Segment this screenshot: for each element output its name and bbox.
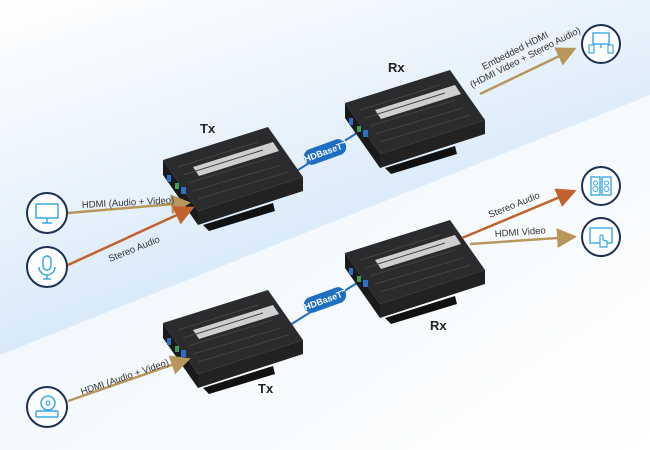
- audio-arrow-bottom: [461, 188, 577, 240]
- video-output-label: HDMI Video: [494, 225, 546, 240]
- tx-label-top: Tx: [200, 121, 216, 136]
- audio-arrow-top: [67, 206, 195, 267]
- link-sup: 3: [338, 283, 346, 294]
- tx-label-bottom: Tx: [258, 381, 274, 396]
- hdmi-arrow-bottom: [67, 355, 191, 403]
- rx-label-bottom: Rx: [430, 318, 447, 333]
- video-arrow-bottom: [469, 228, 577, 249]
- hdmi-input-label-top: HDMI (Audio + Video): [82, 195, 175, 211]
- speakers-icon: [581, 166, 621, 206]
- touch-display-icon: [581, 217, 621, 257]
- microphone-icon: [26, 246, 68, 288]
- link-sup: 3: [338, 135, 346, 146]
- output-arrow-top: [479, 47, 577, 96]
- disc-player-icon: [26, 386, 68, 428]
- background-band: [0, 0, 650, 355]
- display-with-speakers-icon: [581, 24, 621, 64]
- rx-label-top: Rx: [388, 60, 405, 75]
- monitor-icon: [26, 192, 68, 234]
- hdmi-arrow-top: [67, 194, 191, 215]
